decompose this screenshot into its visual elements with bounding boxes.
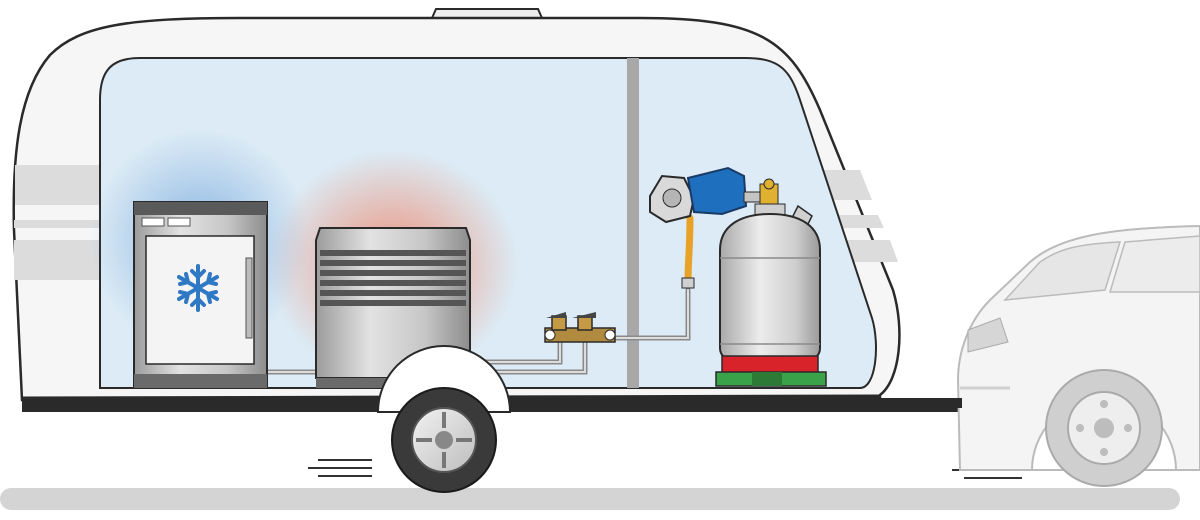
roof-vent [430, 8, 544, 19]
fridge [133, 201, 268, 389]
partition-wall [627, 58, 639, 388]
fridge-control-left [141, 217, 165, 227]
heater-grille [320, 250, 466, 306]
gas-hose [684, 214, 694, 286]
gas-shutoff-valves [544, 312, 616, 343]
gas-cylinder [715, 203, 827, 387]
tow-bar [880, 398, 962, 408]
road [0, 488, 1180, 510]
car-tail-light [967, 317, 1009, 353]
gas-pressure-regulator [649, 166, 779, 224]
fridge-control-right [167, 217, 191, 227]
snowflake-icon [177, 264, 219, 312]
caravan-wheel [376, 345, 512, 493]
body-stripes [14, 165, 898, 280]
car-rear-window [1003, 241, 1122, 301]
fridge-handle [245, 257, 253, 339]
towing-car [956, 224, 1200, 487]
